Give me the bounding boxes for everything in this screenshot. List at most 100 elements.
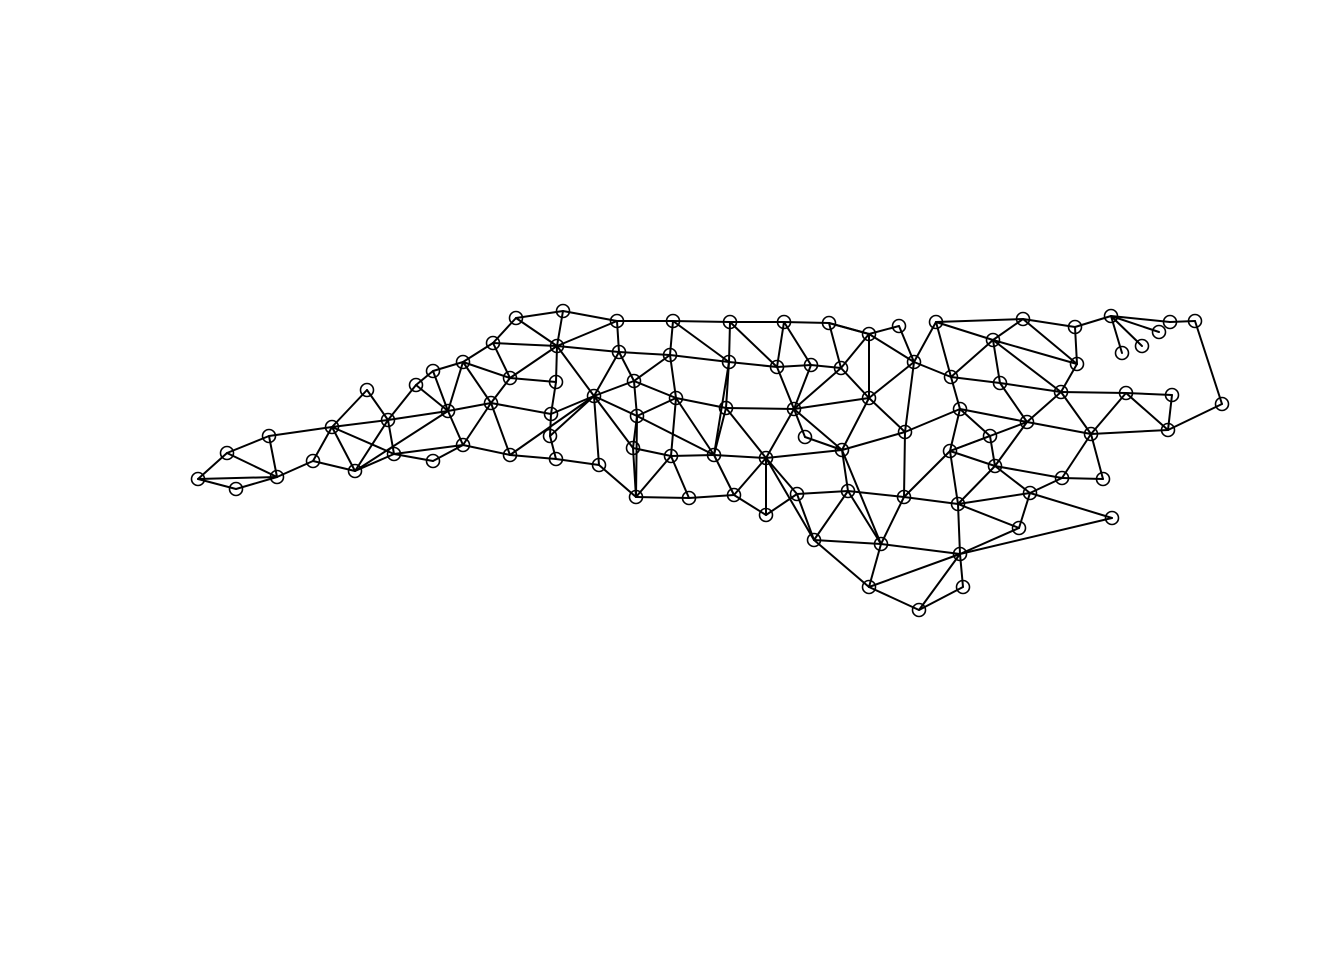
node (992, 375, 1008, 391)
node (726, 487, 742, 503)
node (1118, 385, 1134, 401)
edge (490, 402, 552, 415)
node (861, 579, 877, 595)
edge (354, 419, 389, 472)
edge (903, 431, 906, 498)
node (628, 489, 644, 505)
edge (515, 317, 558, 347)
edge (354, 410, 449, 472)
edge (593, 351, 620, 397)
edge (841, 431, 906, 451)
edge (992, 339, 1062, 393)
edge (950, 376, 1001, 384)
node (347, 463, 363, 479)
edge (1090, 433, 1104, 480)
edge (432, 444, 464, 462)
node (911, 602, 927, 618)
node (1103, 308, 1119, 324)
edge (556, 345, 595, 397)
edge (847, 490, 882, 545)
node (1083, 426, 1099, 442)
edge (959, 527, 1020, 555)
edge (415, 370, 434, 386)
edge (550, 395, 595, 415)
node (626, 373, 642, 389)
edge (549, 413, 552, 437)
edge (593, 395, 634, 449)
edge (1026, 391, 1062, 423)
node (1054, 470, 1070, 486)
node (542, 428, 558, 444)
edge (618, 351, 635, 382)
node (359, 382, 375, 398)
edge (868, 325, 900, 335)
edge (1090, 392, 1127, 435)
edge (462, 444, 511, 456)
edge (957, 465, 996, 505)
edge (918, 586, 964, 611)
edge (949, 450, 996, 467)
node (1067, 319, 1083, 335)
node (786, 401, 802, 417)
edge (616, 320, 620, 353)
node (609, 313, 625, 329)
edge (1029, 477, 1063, 494)
node (833, 360, 849, 376)
edge (935, 321, 952, 378)
node (485, 335, 501, 351)
node (897, 424, 913, 440)
edge (636, 415, 715, 456)
edge (1169, 320, 1196, 323)
edge (776, 364, 812, 368)
node (555, 303, 571, 319)
node (722, 314, 738, 330)
edge (733, 494, 767, 516)
edge (950, 376, 961, 410)
edge (725, 407, 767, 459)
node (408, 377, 424, 393)
node (305, 453, 321, 469)
edge (868, 553, 961, 588)
edge (635, 455, 672, 498)
edge (1026, 421, 1092, 435)
node (840, 483, 856, 499)
node (1019, 414, 1035, 430)
edge (633, 354, 671, 382)
edge (992, 339, 1078, 365)
edge (197, 476, 278, 480)
edge (432, 361, 464, 372)
edge (903, 450, 951, 498)
node (502, 447, 518, 463)
node (455, 354, 471, 370)
node (821, 315, 837, 331)
edge (462, 361, 492, 404)
edge (796, 490, 849, 495)
node (543, 406, 559, 422)
node (228, 481, 244, 497)
edge (509, 377, 557, 383)
edge (765, 449, 843, 459)
edge (635, 496, 690, 499)
edge (268, 426, 333, 437)
node (896, 489, 912, 505)
node (662, 347, 678, 363)
node (1187, 313, 1203, 329)
node (943, 369, 959, 385)
edge (556, 320, 618, 347)
node (386, 446, 402, 462)
node (1134, 338, 1150, 354)
edge (509, 345, 558, 379)
edge (959, 517, 1113, 555)
edge (935, 321, 994, 341)
edge (490, 377, 511, 404)
edge (515, 310, 564, 319)
edge (672, 320, 730, 363)
edge (713, 454, 767, 459)
edge (462, 361, 511, 379)
node (982, 428, 998, 444)
node (1069, 356, 1085, 372)
node (425, 453, 441, 469)
node (502, 370, 518, 386)
edge (783, 321, 812, 366)
